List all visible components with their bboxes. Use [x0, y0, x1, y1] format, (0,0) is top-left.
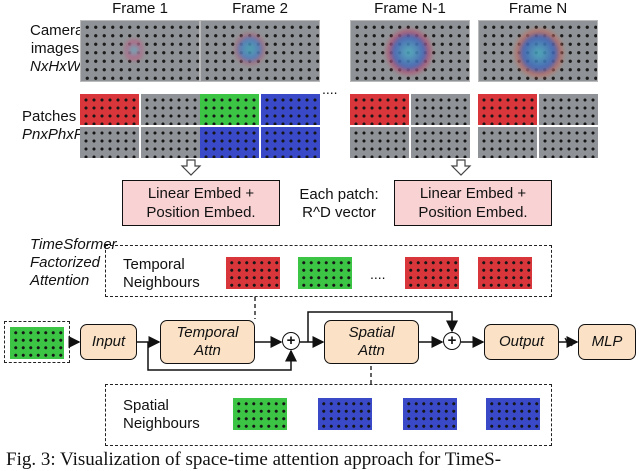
rd-vector-label: R^D vector: [302, 204, 376, 221]
patch-gray: [411, 127, 470, 158]
patch-blue: [200, 127, 259, 158]
patch-red: [350, 94, 409, 125]
spatial-attn-node: Spatial Attn: [324, 320, 419, 364]
patch-gray: [539, 94, 598, 125]
spatial-tile-blue: [403, 398, 457, 430]
spatial-tile-green: [233, 398, 287, 430]
camera-image-frame-n: [478, 20, 598, 82]
patch-blue: [261, 94, 320, 125]
temporal-tile-red: [226, 257, 280, 289]
down-arrow-right: [450, 159, 472, 176]
temporal-neighbours-label: Temporal Neighbours: [123, 256, 200, 291]
timesformer-label: TimeSformer Factorized Attention: [30, 236, 117, 289]
linear-embed-box-left: Linear Embed + Position Embed.: [122, 180, 280, 226]
input-patch-tile: [10, 327, 64, 359]
frame-2-title: Frame 2: [232, 0, 288, 17]
patches-frame-1: [80, 94, 200, 158]
frame-n-1-title: Frame N-1: [374, 0, 446, 17]
frame-n-title: Frame N: [508, 0, 568, 17]
temporal-tile-green: [298, 257, 352, 289]
patch-green: [200, 94, 259, 125]
down-arrow-left: [180, 159, 202, 176]
camera-image-frame-1: [80, 20, 200, 82]
patch-red: [80, 94, 139, 125]
patches-label: Patches PnxPhxPw: [22, 108, 95, 143]
input-node: Input: [80, 324, 137, 360]
output-node: Output: [484, 324, 559, 360]
linear-embed-box-right: Linear Embed + Position Embed.: [394, 180, 552, 226]
patches-frame-2: [200, 94, 320, 158]
patches-dims: PnxPhxPw: [22, 126, 95, 143]
temporal-ellipsis: ....: [370, 266, 386, 282]
figure-caption: Fig. 3: Visualization of space-time atte…: [6, 449, 502, 470]
patches-frame-n-1: [350, 94, 470, 158]
frame-1-title: Frame 1: [112, 0, 168, 17]
camera-images-label: Camera images NxHxW: [30, 22, 84, 75]
each-patch-label: Each patch: R^D vector: [284, 186, 394, 222]
patch-gray: [539, 127, 598, 158]
patch-blue: [261, 127, 320, 158]
spatial-tile-blue: [486, 398, 540, 430]
temporal-tile-red: [405, 257, 459, 289]
temporal-neighbours-box: [105, 245, 552, 297]
patch-gray: [141, 94, 200, 125]
patch-red: [478, 94, 537, 125]
spatial-neighbours-box: [105, 384, 552, 446]
frames-ellipsis: ....: [322, 81, 338, 97]
temporal-tile-red: [478, 257, 532, 289]
camera-image-frame-2: [200, 20, 320, 82]
mlp-node: MLP: [578, 324, 636, 360]
patch-gray: [80, 127, 139, 158]
spatial-tile-blue: [318, 398, 372, 430]
patch-gray: [350, 127, 409, 158]
camera-image-frame-n-1: [350, 20, 470, 82]
patch-gray: [411, 94, 470, 125]
patch-gray: [141, 127, 200, 158]
temporal-attn-node: Temporal Attn: [160, 320, 255, 364]
spatial-neighbours-label: Spatial Neighbours: [123, 397, 200, 432]
patches-frame-n: [478, 94, 598, 158]
patch-gray: [478, 127, 537, 158]
add-circle-spatial: +: [443, 332, 461, 350]
